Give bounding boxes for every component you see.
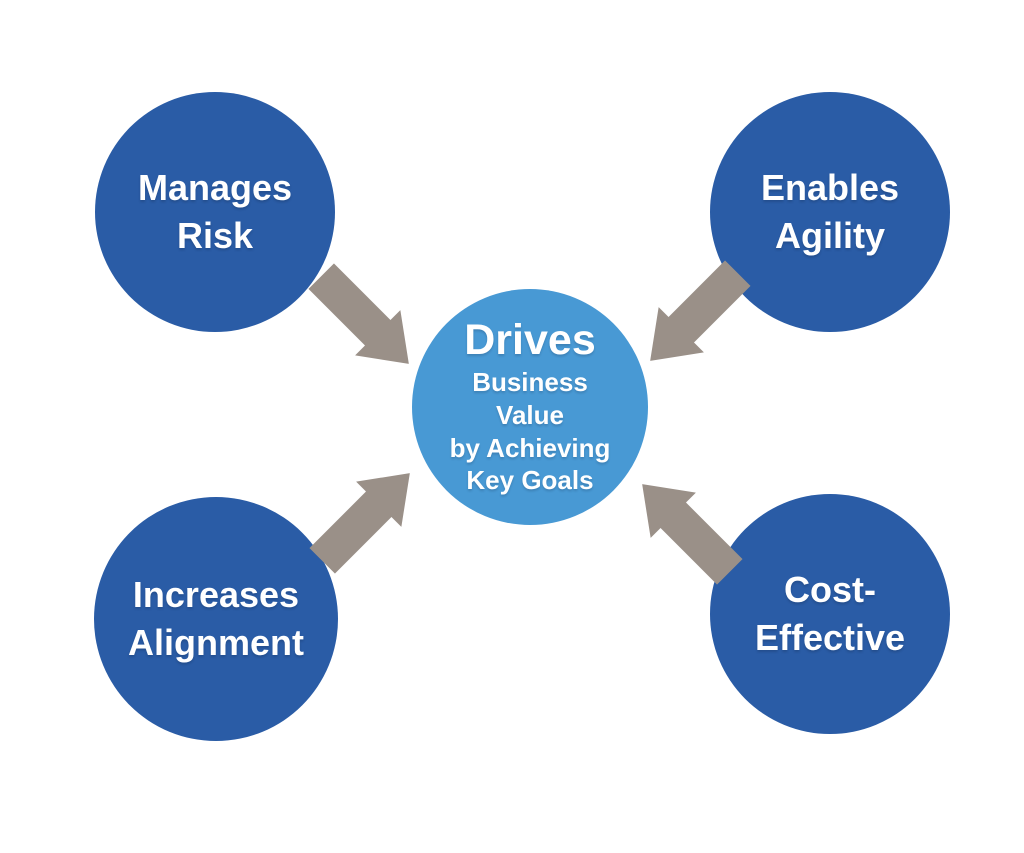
center-line: Key Goals <box>466 465 594 496</box>
node-increases-alignment: Increases Alignment <box>94 497 338 741</box>
node-enables-agility: Enables Agility <box>710 92 950 332</box>
node-center-drives: Drives Business Value by Achieving Key G… <box>412 289 648 525</box>
node-label-line: Enables <box>760 167 900 209</box>
arrow-icon-down-left <box>650 260 751 361</box>
node-label-line: Increases <box>132 574 300 616</box>
node-cost-effective: Cost- Effective <box>710 494 950 734</box>
arrow-icon-up-left <box>642 484 743 585</box>
arrow-shape <box>309 473 410 574</box>
arrow-shape <box>650 260 751 361</box>
center-line: by Achieving <box>449 432 611 463</box>
arrow-shape <box>308 263 409 364</box>
node-label-line: Cost- <box>784 569 876 611</box>
node-label-line: Effective <box>754 617 906 658</box>
center-title: Drives <box>464 315 596 364</box>
node-label-line: Manages <box>137 167 293 209</box>
center-line: Value <box>496 399 564 430</box>
node-label-line: Risk <box>176 215 254 256</box>
node-label-line: Alignment <box>128 622 304 663</box>
arrow-shape <box>642 484 743 585</box>
arrow-icon-down-right <box>308 263 409 364</box>
arrow-icon-up-right <box>309 473 410 574</box>
center-line: Business <box>472 367 588 398</box>
node-label-line: Agility <box>774 215 885 256</box>
node-manages-risk: Manages Risk <box>95 92 335 332</box>
